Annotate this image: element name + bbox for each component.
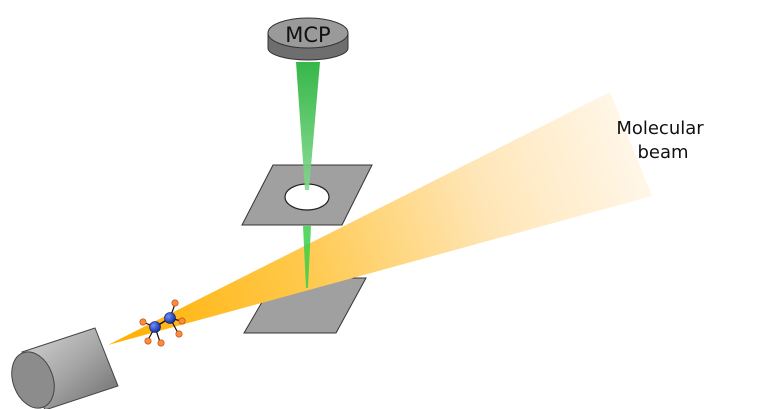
beam-label-line2: beam xyxy=(637,142,688,163)
mcp-detector-icon: MCP xyxy=(267,17,349,61)
molecule-icon xyxy=(139,299,186,347)
molecular-beam xyxy=(108,92,652,345)
mcp-label: MCP xyxy=(285,23,330,47)
beam-label-line1: Molecular xyxy=(616,118,704,139)
nozzle-cylinder-icon xyxy=(11,327,119,409)
ion-signal-upper xyxy=(296,62,320,190)
upper-electrode-plate xyxy=(241,164,373,226)
ion-signal-lower xyxy=(303,226,311,288)
